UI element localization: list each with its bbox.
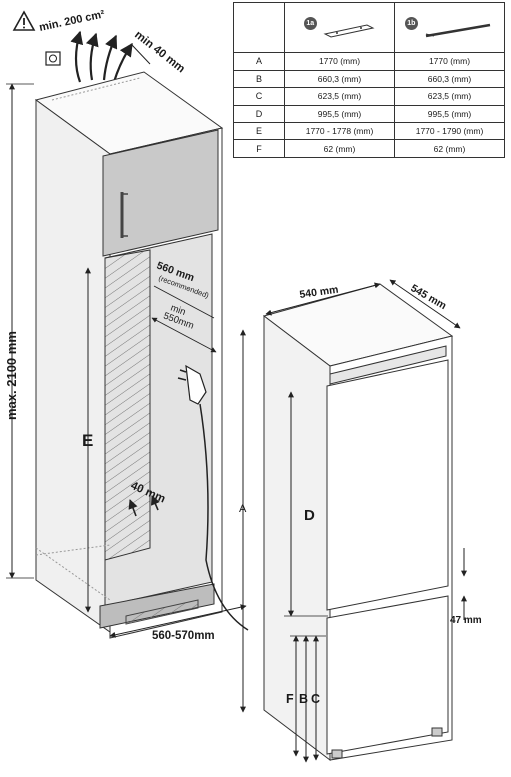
top-gap-label: min 40 mm — [132, 29, 187, 75]
row-key: D — [233, 104, 285, 123]
row-value-1b: 1770 (mm) — [394, 52, 505, 71]
rail-bracket-icon — [425, 23, 491, 37]
dim-fbc-lines — [290, 635, 326, 763]
table-row: A 1770 (mm) 1770 (mm) — [233, 52, 505, 71]
min-depth-line — [151, 317, 217, 353]
row-key: A — [233, 52, 285, 71]
appliance-width-label: 540 mm — [299, 284, 339, 301]
table-row: E 1770 - 1778 (mm) 1770 - 1790 (mm) — [233, 121, 505, 141]
hinge-bracket-icon — [323, 24, 375, 38]
bottom-gap-arrows — [128, 495, 160, 517]
table-header-1a: 1a — [284, 1, 395, 54]
row-value-1a: 1770 - 1778 (mm) — [284, 121, 395, 141]
row-value-1b: 1770 - 1790 (mm) — [394, 121, 505, 141]
dim-c-label: C — [311, 692, 320, 706]
power-plug-icon — [177, 364, 207, 405]
row-key: E — [233, 121, 285, 141]
vent-icon — [45, 51, 61, 66]
table-header-1b: 1b — [394, 1, 505, 54]
niche-width-label: 560-570mm — [152, 630, 215, 642]
appliance-body — [262, 283, 454, 762]
dim-b-label: B — [299, 692, 308, 706]
row-key: F — [233, 139, 285, 158]
vent-area-label: min. 200 cm² — [38, 8, 106, 34]
appliance-width-line — [265, 282, 381, 316]
max-height-label: max. 2100 mm — [4, 331, 19, 420]
row-value-1a: 995,5 (mm) — [284, 104, 395, 123]
max-height-dimension — [6, 83, 34, 579]
top-gap-line — [131, 44, 151, 65]
dim-d-label: D — [304, 507, 315, 524]
appliance-depth-line — [389, 279, 461, 329]
door-gap-label: 47 mm — [450, 615, 482, 626]
table-corner-cell — [233, 1, 285, 54]
row-key: B — [233, 69, 285, 89]
row-value-1a: 1770 (mm) — [284, 52, 395, 71]
cabinet-outline — [34, 71, 224, 639]
recess-depth-line — [153, 285, 215, 319]
dimension-table: 1a 1b A 1770 (mm) 1770 (mm) B 660,3 (mm)… — [233, 1, 505, 158]
row-value-1b: 623,5 (mm) — [394, 87, 505, 106]
dim-f-label: F — [286, 692, 294, 706]
warning-triangle-icon — [12, 10, 36, 31]
airflow-arrows-icon — [70, 30, 133, 83]
row-key: C — [233, 87, 285, 106]
row-value-1b: 660,3 (mm) — [394, 69, 505, 89]
badge-1b: 1b — [404, 16, 418, 30]
table-row: C 623,5 (mm) 623,5 (mm) — [233, 87, 505, 106]
row-value-1a: 623,5 (mm) — [284, 87, 395, 106]
row-value-1a: 660,3 (mm) — [284, 69, 395, 89]
table-header-row: 1a 1b — [233, 1, 505, 54]
row-value-1b: 995,5 (mm) — [394, 104, 505, 123]
row-value-1b: 62 (mm) — [394, 139, 505, 158]
row-value-1a: 62 (mm) — [284, 139, 395, 158]
niche-width-line — [109, 604, 247, 638]
table-row: B 660,3 (mm) 660,3 (mm) — [233, 69, 505, 89]
dim-a-label: A — [239, 503, 247, 515]
badge-1a: 1a — [303, 16, 317, 30]
table-row: D 995,5 (mm) 995,5 (mm) — [233, 104, 505, 123]
table-row: F 62 (mm) 62 (mm) — [233, 139, 505, 158]
